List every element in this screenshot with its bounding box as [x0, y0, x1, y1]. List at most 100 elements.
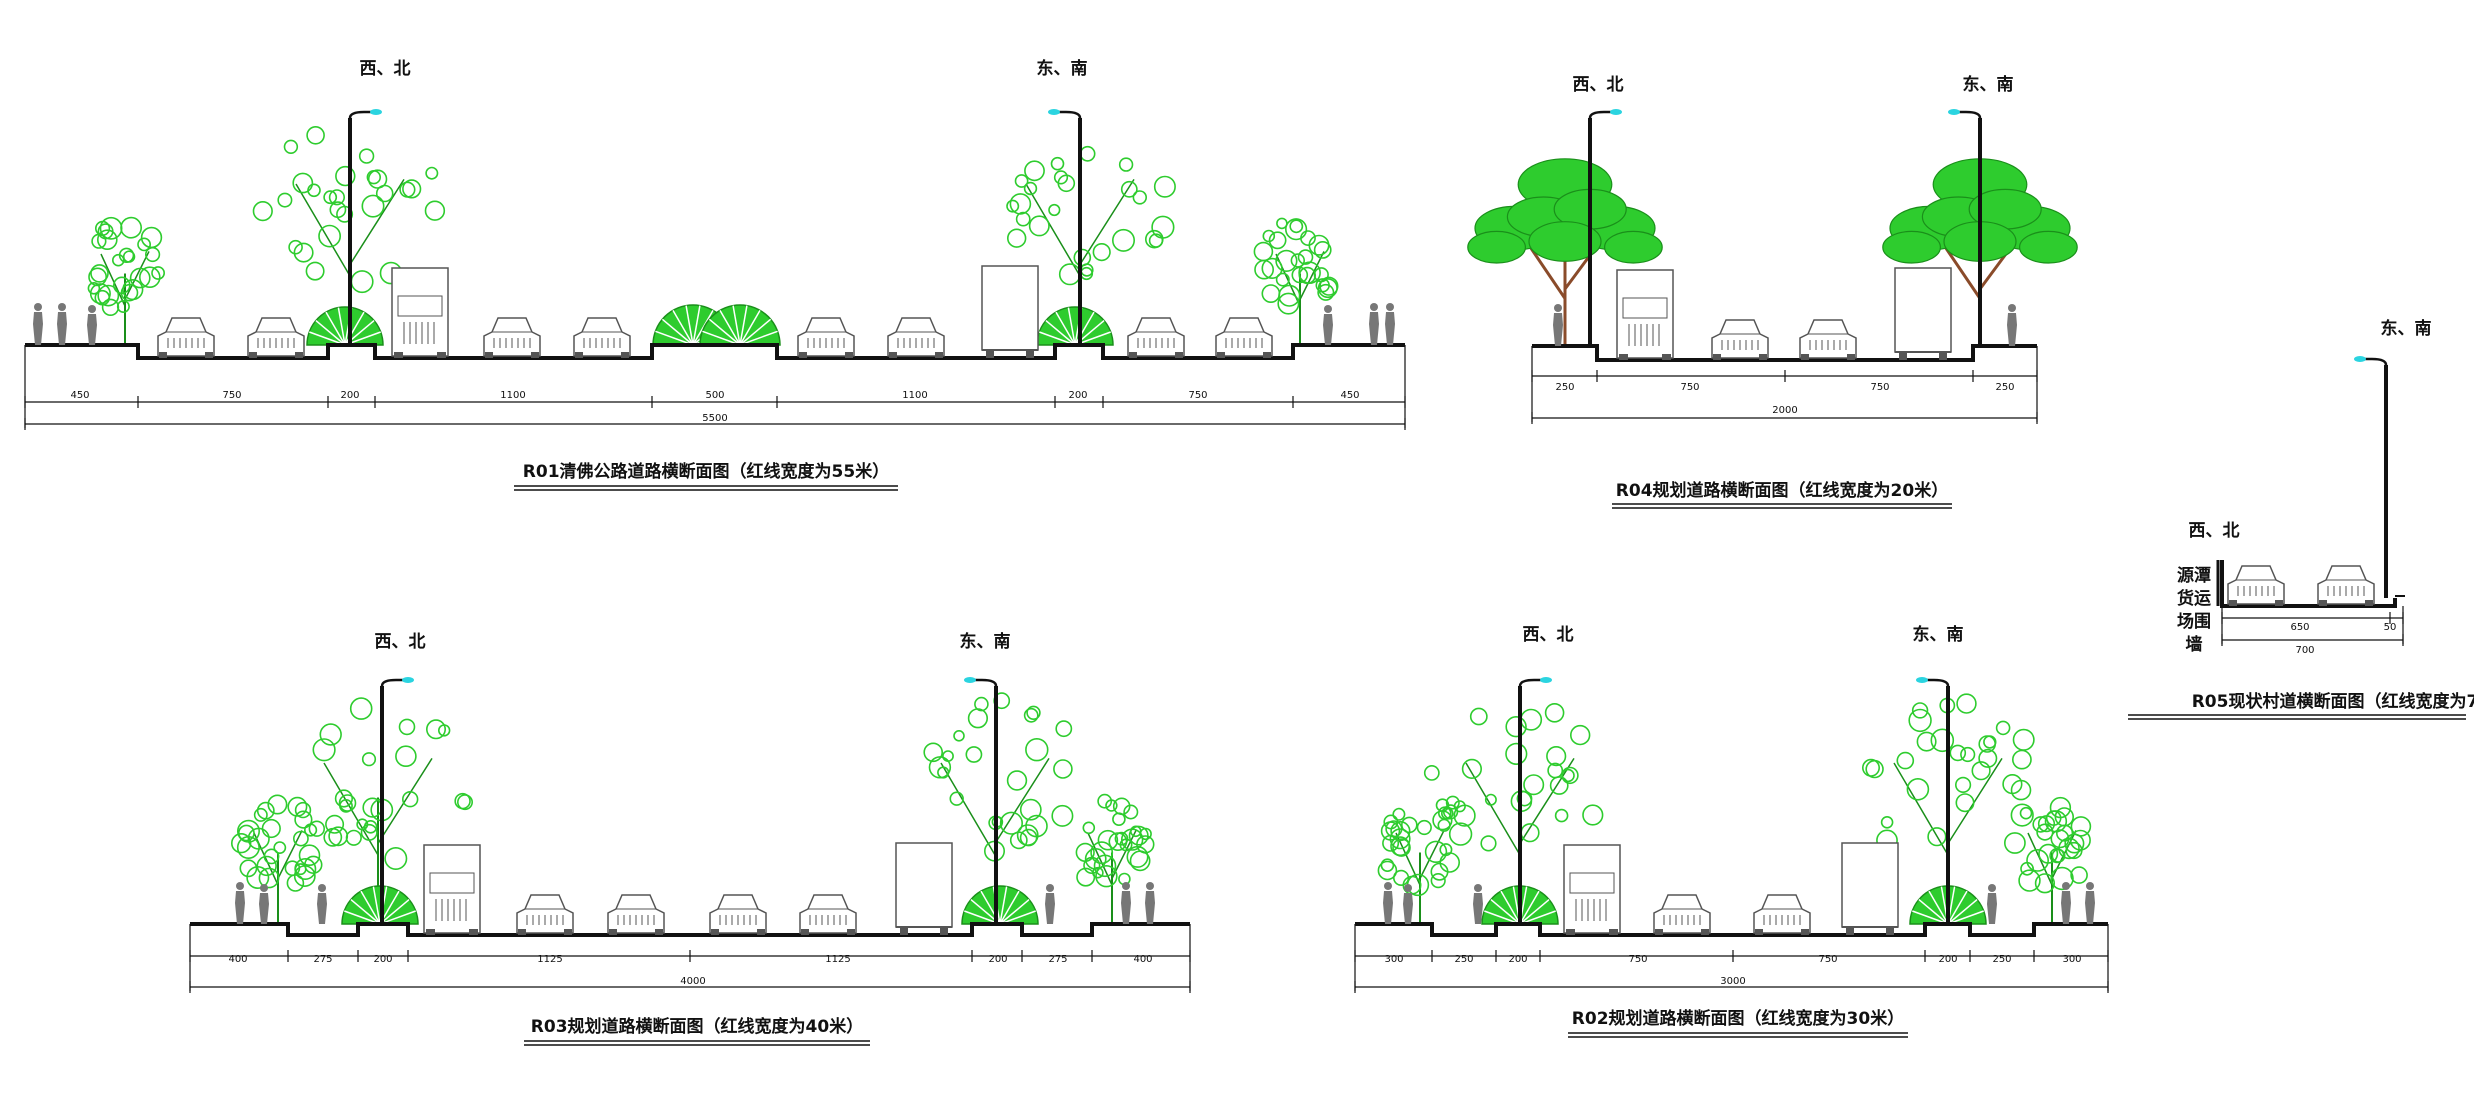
pedestrian-body	[317, 893, 327, 924]
shrub-pattern	[1519, 899, 1550, 925]
truck-rear-icon	[981, 265, 1039, 358]
tree-leaf-cluster	[1448, 822, 1473, 846]
car-icon	[247, 317, 305, 358]
section-r05: 西、北 东、南 源潭 货运 场围 墙 650 50 700 R05现状村道横断面…	[2128, 318, 2474, 720]
shrub-pattern	[999, 886, 1008, 925]
shrub-pattern	[661, 318, 694, 346]
shrub-pattern	[702, 330, 741, 346]
tree-leaf-cluster	[1927, 827, 1947, 847]
tree-leaf-cluster	[258, 867, 280, 889]
segment-width: 750	[1188, 390, 1207, 401]
tree-leaf-cluster	[1308, 234, 1330, 256]
truck-icon	[391, 267, 449, 358]
tree-leaf-cluster	[1960, 746, 1976, 763]
pedestrian-head	[2008, 304, 2016, 312]
car-wheel	[1759, 354, 1767, 360]
dimension-line	[2221, 612, 2404, 624]
tree-leaf-cluster	[122, 250, 136, 263]
tree-leaf-cluster	[1297, 249, 1314, 265]
tree-leaf-cluster	[323, 190, 338, 205]
tree-leaf-cluster	[1097, 793, 1113, 809]
section-r03: 西、北 东、南 400 275 200 1125 1125 200 275 40…	[189, 631, 1191, 1046]
tree-leaf-cluster	[1151, 215, 1175, 239]
tree-leaf-cluster	[1569, 724, 1591, 746]
segment-width: 450	[70, 390, 89, 401]
street-lamp-icon	[380, 677, 414, 924]
tree-leaf-cluster	[1439, 852, 1460, 873]
car-icon	[573, 317, 631, 358]
tree-leaf-cluster	[1006, 228, 1027, 248]
car-wheel	[205, 352, 213, 358]
tree-leaf-cluster	[277, 192, 293, 208]
car-icon	[1711, 319, 1769, 360]
car-icon	[483, 317, 541, 358]
tree-leaf-cluster	[1058, 263, 1081, 286]
tree-leaf-cluster	[1261, 284, 1281, 304]
tree-leaf-cluster	[1290, 253, 1306, 268]
wall-label-line: 墙	[2186, 634, 2203, 655]
truck-windshield	[1622, 297, 1668, 319]
segment-width: 200	[1508, 954, 1527, 965]
tree-leaf-cluster	[288, 239, 303, 255]
pedestrian-icon	[259, 884, 269, 924]
tree-leaf-cluster	[1978, 748, 1998, 768]
pedestrian-icon	[1121, 882, 1131, 924]
car-body	[2317, 565, 2375, 605]
tree-leaf-cluster	[294, 857, 317, 880]
leafy-tree-icon	[1075, 793, 1155, 924]
lamp-head	[964, 677, 976, 683]
tree-leaf-cluster	[2032, 816, 2049, 833]
pedestrian-head	[2062, 882, 2070, 890]
tree-leaf-cluster	[2070, 866, 2088, 884]
pedestrian-icon	[1385, 303, 1395, 345]
shrub-pattern	[739, 310, 761, 346]
tree-leaf-cluster	[942, 750, 954, 762]
tree-leaf-cluster	[1268, 231, 1287, 250]
car-icon	[1753, 894, 1811, 935]
tree-leaf-cluster	[1120, 180, 1138, 198]
tree-leaf-cluster	[1862, 758, 1881, 777]
tree-leaf-cluster	[1112, 228, 1136, 252]
pedestrian-body	[1121, 891, 1131, 924]
tree-leaf-cluster	[1908, 708, 1932, 733]
pedestrian-head	[1404, 884, 1412, 892]
tree-leaf-cluster	[1995, 720, 2011, 736]
tree-leaf-cluster	[339, 799, 353, 813]
truck-body	[391, 267, 449, 357]
pedestrian-body	[33, 312, 43, 345]
truck-wheel	[940, 927, 948, 935]
tree-leaf-cluster	[425, 166, 439, 180]
tree-leaf-cluster	[267, 794, 288, 815]
tree-leaf-cluster	[967, 708, 989, 729]
tree-leaf-cluster	[1392, 807, 1406, 821]
segment-width: 500	[705, 390, 724, 401]
tree-leaf-cluster	[2012, 749, 2032, 770]
truck-body	[1563, 844, 1621, 934]
tree-leaf-cluster	[1055, 720, 1073, 738]
shrub-pattern	[344, 910, 381, 925]
tree-leaf-cluster	[1006, 199, 1020, 213]
shrub-pattern	[372, 886, 381, 925]
leafy-tree-icon	[1377, 798, 1460, 924]
tree-leaf-cluster	[2049, 796, 2072, 819]
tree-leaf-cluster	[949, 791, 964, 806]
direction-label-east-south: 东、南	[1963, 74, 2014, 95]
tree-leaf-cluster	[112, 253, 125, 267]
pedestrian-head	[1146, 882, 1154, 890]
tree-leaf-cluster	[1028, 215, 1050, 237]
dimension-line	[24, 396, 1406, 408]
tree-leaf-cluster	[1009, 831, 1028, 850]
tree-leaf-cluster	[101, 298, 120, 316]
shrub-dome	[1036, 306, 1114, 346]
tree-leaf-cluster	[1023, 707, 1039, 723]
shrub-pattern	[1947, 890, 1968, 925]
tree-leaf-cluster	[151, 266, 165, 280]
lamp-arm	[348, 110, 372, 119]
tree-leaf-cluster	[99, 216, 123, 240]
tree-leaf-cluster	[1439, 843, 1453, 857]
shrub-pattern	[739, 330, 778, 346]
car-body	[573, 317, 631, 357]
tree-leaf-cluster	[97, 229, 118, 250]
car-wheel	[1263, 352, 1271, 358]
segment-width: 1100	[500, 390, 525, 401]
